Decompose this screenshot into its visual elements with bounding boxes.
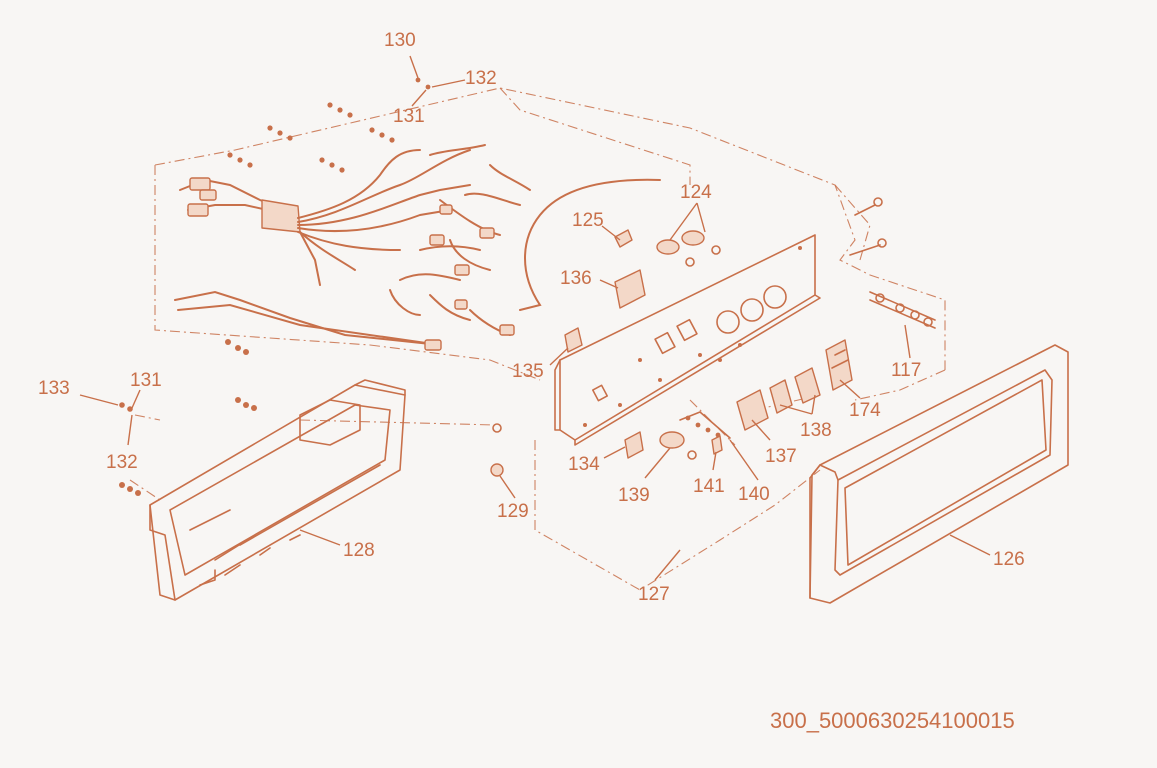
assembly-outline — [129, 87, 946, 591]
part-125 — [614, 229, 633, 248]
tray-part-128 — [149, 379, 406, 601]
part-124a — [656, 239, 680, 255]
part-139 — [659, 431, 685, 449]
part-141 — [711, 435, 723, 455]
callout-139: 139 — [618, 485, 650, 506]
callout-134: 134 — [568, 454, 600, 475]
part-138b — [794, 367, 821, 404]
callout-137: 137 — [765, 446, 797, 467]
callout-136: 136 — [560, 268, 592, 289]
callout-135: 135 — [512, 361, 544, 382]
wire-harness — [174, 144, 661, 351]
callout-132-top: 132 — [465, 68, 497, 89]
callout-131-left: 131 — [130, 370, 162, 391]
part-124b — [681, 230, 705, 246]
callout-130: 130 — [384, 30, 416, 51]
callout-133: 133 — [38, 378, 70, 399]
callout-174: 174 — [849, 400, 881, 421]
callout-127: 127 — [638, 584, 670, 605]
callout-132-left: 132 — [106, 452, 138, 473]
callout-124: 124 — [680, 182, 712, 203]
panel-plate-part-127 — [554, 234, 821, 446]
components — [490, 197, 936, 477]
part-129 — [490, 463, 504, 477]
part-138a — [769, 379, 793, 414]
callout-125: 125 — [572, 210, 604, 231]
callout-138: 138 — [800, 420, 832, 441]
callout-131-top: 131 — [393, 106, 425, 127]
callout-140: 140 — [738, 484, 770, 505]
callout-126: 126 — [993, 549, 1025, 570]
callout-128: 128 — [343, 540, 375, 561]
callout-117: 117 — [891, 360, 921, 381]
part-135 — [564, 327, 583, 353]
callouts: 130 132 131 133 131 132 124 125 136 135 … — [38, 30, 1025, 605]
part-134 — [624, 431, 644, 459]
part-136 — [614, 269, 646, 309]
callout-141: 141 — [693, 476, 725, 497]
part-137 — [736, 389, 769, 431]
drawing-code: 300_5000630254100015 — [770, 708, 1015, 733]
leader-lines — [79, 55, 991, 581]
bezel-frame-part-126 — [809, 344, 1069, 604]
fasteners — [119, 77, 431, 496]
callout-129: 129 — [497, 501, 529, 522]
